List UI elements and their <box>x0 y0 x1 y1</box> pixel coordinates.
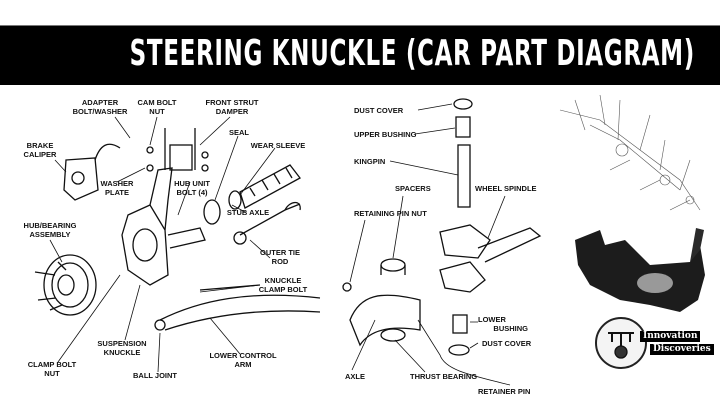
label-line: NUT <box>44 369 60 378</box>
label-line: CALIPER <box>23 150 57 159</box>
label-line: LOWER CONTROL <box>209 351 277 360</box>
label-line: DAMPER <box>215 107 249 116</box>
middle-assembly-drawing <box>342 98 542 386</box>
label-line: CAM BOLT <box>137 98 177 107</box>
label-line: SUSPENSION <box>97 339 147 348</box>
label-dust-cover-bottom: DUST COVER <box>482 339 532 348</box>
label-line: BUSHING <box>493 324 528 333</box>
label-line: LOWER <box>478 315 506 324</box>
label-line: KNUCKLE <box>264 276 302 285</box>
label-line: HUB/BEARING <box>23 221 77 230</box>
label-line: BRAKE <box>26 141 54 150</box>
label-line: NUT <box>149 107 165 116</box>
logo-text-discoveries: Discoveries <box>650 344 714 355</box>
label-retaining-pin-nut: RETAINING PIN NUT <box>354 209 427 218</box>
label-line: OUTER TIE <box>259 248 300 257</box>
logo-text-innovation: Innovation <box>640 331 701 342</box>
label-wear-sleeve: WEAR SLEEVE <box>250 141 306 150</box>
left-assembly-drawing <box>34 116 321 373</box>
label-kingpin: KINGPIN <box>354 157 386 166</box>
label-line: HUB UNIT <box>174 179 210 188</box>
label-line: ADAPTER <box>81 98 119 107</box>
label-thrust-bearing: THRUST BEARING <box>410 372 478 381</box>
label-axle: AXLE <box>345 372 366 381</box>
label-line: ARM <box>234 360 252 369</box>
label-line: FRONT STRUT <box>205 98 259 107</box>
knuckle-photo <box>575 228 705 312</box>
label-line: ASSEMBLY <box>29 230 71 239</box>
label-dust-cover-top: DUST COVER <box>354 106 404 115</box>
label-spacers: SPACERS <box>395 184 431 193</box>
logo-emblem <box>595 317 647 369</box>
label-ball-joint: BALL JOINT <box>132 371 178 380</box>
label-line: CLAMP BOLT <box>27 360 77 369</box>
label-stub-axle: STUB AXLE <box>226 208 270 217</box>
label-upper-bushing: UPPER BUSHING <box>354 130 417 139</box>
label-wheel-spindle: WHEEL SPINDLE <box>475 184 537 193</box>
label-line: WASHER <box>100 179 134 188</box>
label-line: KNUCKLE <box>103 348 141 357</box>
label-line: PLATE <box>104 188 130 197</box>
exploded-parts-diagram <box>559 94 701 211</box>
label-line: BOLT (4) <box>176 188 208 197</box>
label-line: BOLT/WASHER <box>72 107 128 116</box>
label-seal: SEAL <box>228 128 249 137</box>
label-line: CLAMP BOLT <box>258 285 308 294</box>
label-line: ROD <box>271 257 289 266</box>
title-banner: STEERING KNUCKLE (CAR PART DIAGRAM) <box>0 25 720 85</box>
label-retainer-pin: RETAINER PIN <box>478 387 531 396</box>
